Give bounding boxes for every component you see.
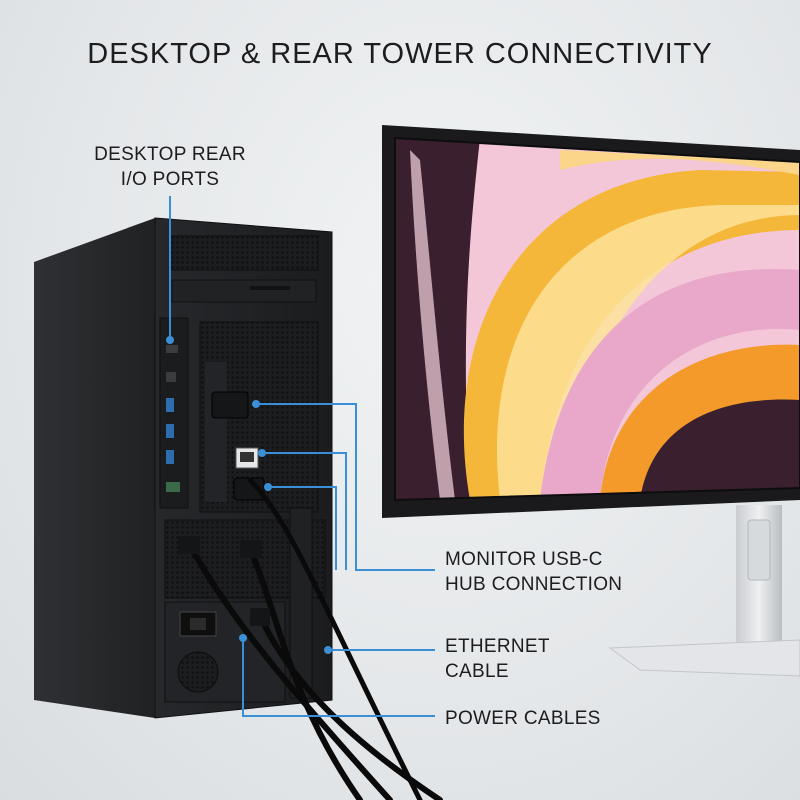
label-line: MONITOR USB-C xyxy=(445,549,603,570)
usb-port xyxy=(166,450,174,464)
io-port xyxy=(166,482,180,492)
tower-side-panel xyxy=(34,218,155,718)
monitor-stand-base xyxy=(608,639,800,677)
psu-fan xyxy=(177,651,219,693)
monitor xyxy=(382,125,800,677)
label-line: POWER CABLES xyxy=(445,708,601,729)
monitor-screen xyxy=(395,138,800,500)
drive-bay xyxy=(171,279,317,303)
label-line: HUB CONNECTION xyxy=(445,574,623,595)
io-port xyxy=(166,345,178,353)
cables xyxy=(187,477,443,800)
callout-usbc xyxy=(256,403,435,571)
page-title: DESKTOP & REAR TOWER CONNECTIVITY xyxy=(87,38,713,70)
label-line: I/O PORTS xyxy=(120,169,220,190)
desktop-tower xyxy=(34,217,443,800)
usb-c-connector xyxy=(211,391,249,419)
label-line: DESKTOP REAR xyxy=(94,144,246,165)
label-line: ETHERNET xyxy=(445,636,550,657)
callout-power xyxy=(242,638,435,717)
usb-port xyxy=(166,398,174,412)
label-ethernet-cable: ETHERNET CABLE xyxy=(445,634,550,684)
callout-lines xyxy=(166,196,435,717)
label-power-cables: POWER CABLES xyxy=(445,706,601,731)
label-line: CABLE xyxy=(445,661,509,682)
label-monitor-usbc: MONITOR USB-C HUB CONNECTION xyxy=(445,547,622,597)
usb-port xyxy=(166,424,174,438)
io-port xyxy=(166,372,176,382)
rear-io-strip xyxy=(159,317,189,509)
label-desktop-rear-io: DESKTOP REAR I/O PORTS xyxy=(80,142,260,192)
top-vent xyxy=(169,235,319,271)
